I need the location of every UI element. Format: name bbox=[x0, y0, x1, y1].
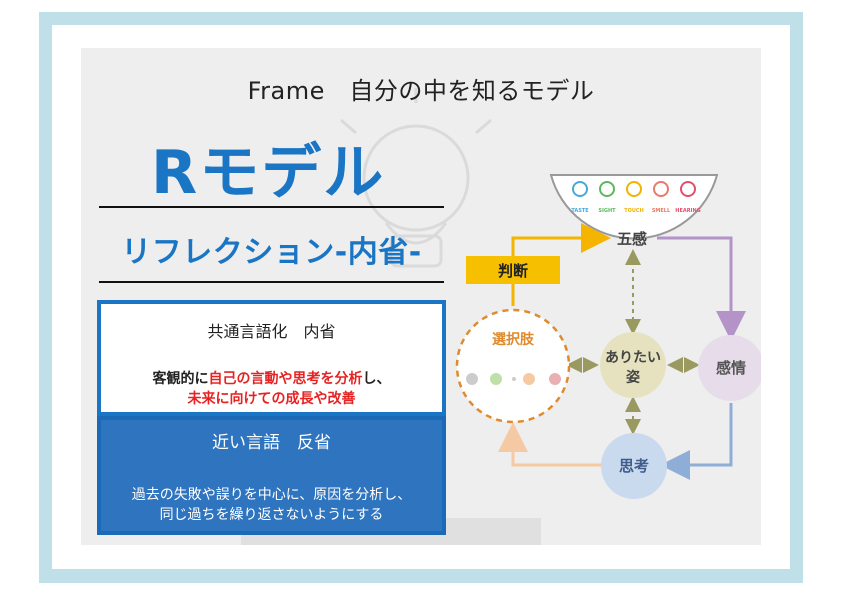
page-title: Frame 自分の中を知るモデル bbox=[247, 77, 595, 105]
choice-dot bbox=[549, 373, 561, 385]
emotion-label: 感情 bbox=[716, 359, 746, 377]
title-divider-bottom bbox=[99, 281, 444, 283]
five-senses-label: 五感 bbox=[617, 230, 647, 248]
ideal-self-label-line1: ありたい bbox=[605, 350, 661, 366]
reflection-description-line1: 過去の失敗や誤りを中心に、原因を分析し、 bbox=[131, 487, 412, 503]
arrow-emotion-to-thought bbox=[660, 403, 733, 480]
title-divider-top bbox=[99, 206, 444, 208]
taste-icon bbox=[572, 181, 588, 197]
choice-dot bbox=[490, 373, 502, 385]
definition-box-introspection: 共通言語化 内省 客観的に自己の言動や思考を分析し、 未来に向けての成長や改善 bbox=[97, 300, 446, 416]
introspection-description-line1: 客観的に自己の言動や思考を分析し、 bbox=[101, 368, 442, 388]
judgment-box bbox=[466, 256, 560, 284]
thought-label: 思考 bbox=[619, 457, 649, 475]
model-subtitle: リフレクション-内省- bbox=[121, 235, 422, 270]
ideal-self-label-line2: 姿 bbox=[626, 369, 641, 386]
sense-label-taste: TASTE bbox=[571, 208, 589, 214]
introspection-description-line2: 未来に向けての成長や改善 bbox=[187, 391, 356, 407]
model-title: Rモデル bbox=[151, 138, 386, 208]
choice-dot bbox=[523, 373, 535, 385]
reflection-description-line2: 同じ過ちを繰り返さないようにする bbox=[159, 507, 384, 523]
hearing-icon bbox=[680, 181, 696, 197]
sense-label-sight: SIGHT bbox=[598, 208, 616, 214]
emotion-node bbox=[698, 335, 761, 401]
r-model-cycle-diagram: TASTE SIGHT TOUCH SMELL HEARING 判断 五感 あり… bbox=[455, 174, 761, 499]
introspection-text-highlight: 自己の言動や思考を分析 bbox=[208, 371, 363, 387]
sense-label-hearing: HEARING bbox=[675, 208, 700, 214]
sense-label-smell: SMELL bbox=[652, 208, 671, 214]
choices-node bbox=[455, 308, 571, 424]
arrow-thought-to-choice bbox=[498, 422, 606, 467]
five-senses-panel: TASTE SIGHT TOUCH SMELL HEARING bbox=[549, 174, 719, 240]
reflection-heading: 近い言語 反省 bbox=[212, 433, 331, 453]
smell-icon bbox=[653, 181, 669, 197]
introspection-text-suffix: し、 bbox=[362, 371, 391, 387]
judgment-label: 判断 bbox=[498, 262, 528, 280]
choice-dot bbox=[466, 373, 478, 385]
introspection-heading: 共通言語化 内省 bbox=[207, 322, 336, 341]
choice-dot-small bbox=[512, 377, 516, 381]
thought-node bbox=[601, 433, 667, 499]
arrow-senses-to-emotion bbox=[657, 236, 746, 341]
definition-box-reflection: 近い言語 反省 過去の失敗や誤りを中心に、原因を分析し、 同じ過ちを繰り返さない… bbox=[97, 416, 446, 535]
ideal-self-node bbox=[600, 332, 666, 398]
touch-icon bbox=[626, 181, 642, 197]
slide: Frame 自分の中を知るモデル Rモデル リフレクション-内省- 共通言語化 … bbox=[81, 48, 761, 545]
sense-label-touch: TOUCH bbox=[624, 208, 644, 214]
sight-icon bbox=[599, 181, 615, 197]
introspection-text-prefix: 客観的に bbox=[152, 371, 209, 387]
choices-label: 選択肢 bbox=[492, 331, 535, 348]
